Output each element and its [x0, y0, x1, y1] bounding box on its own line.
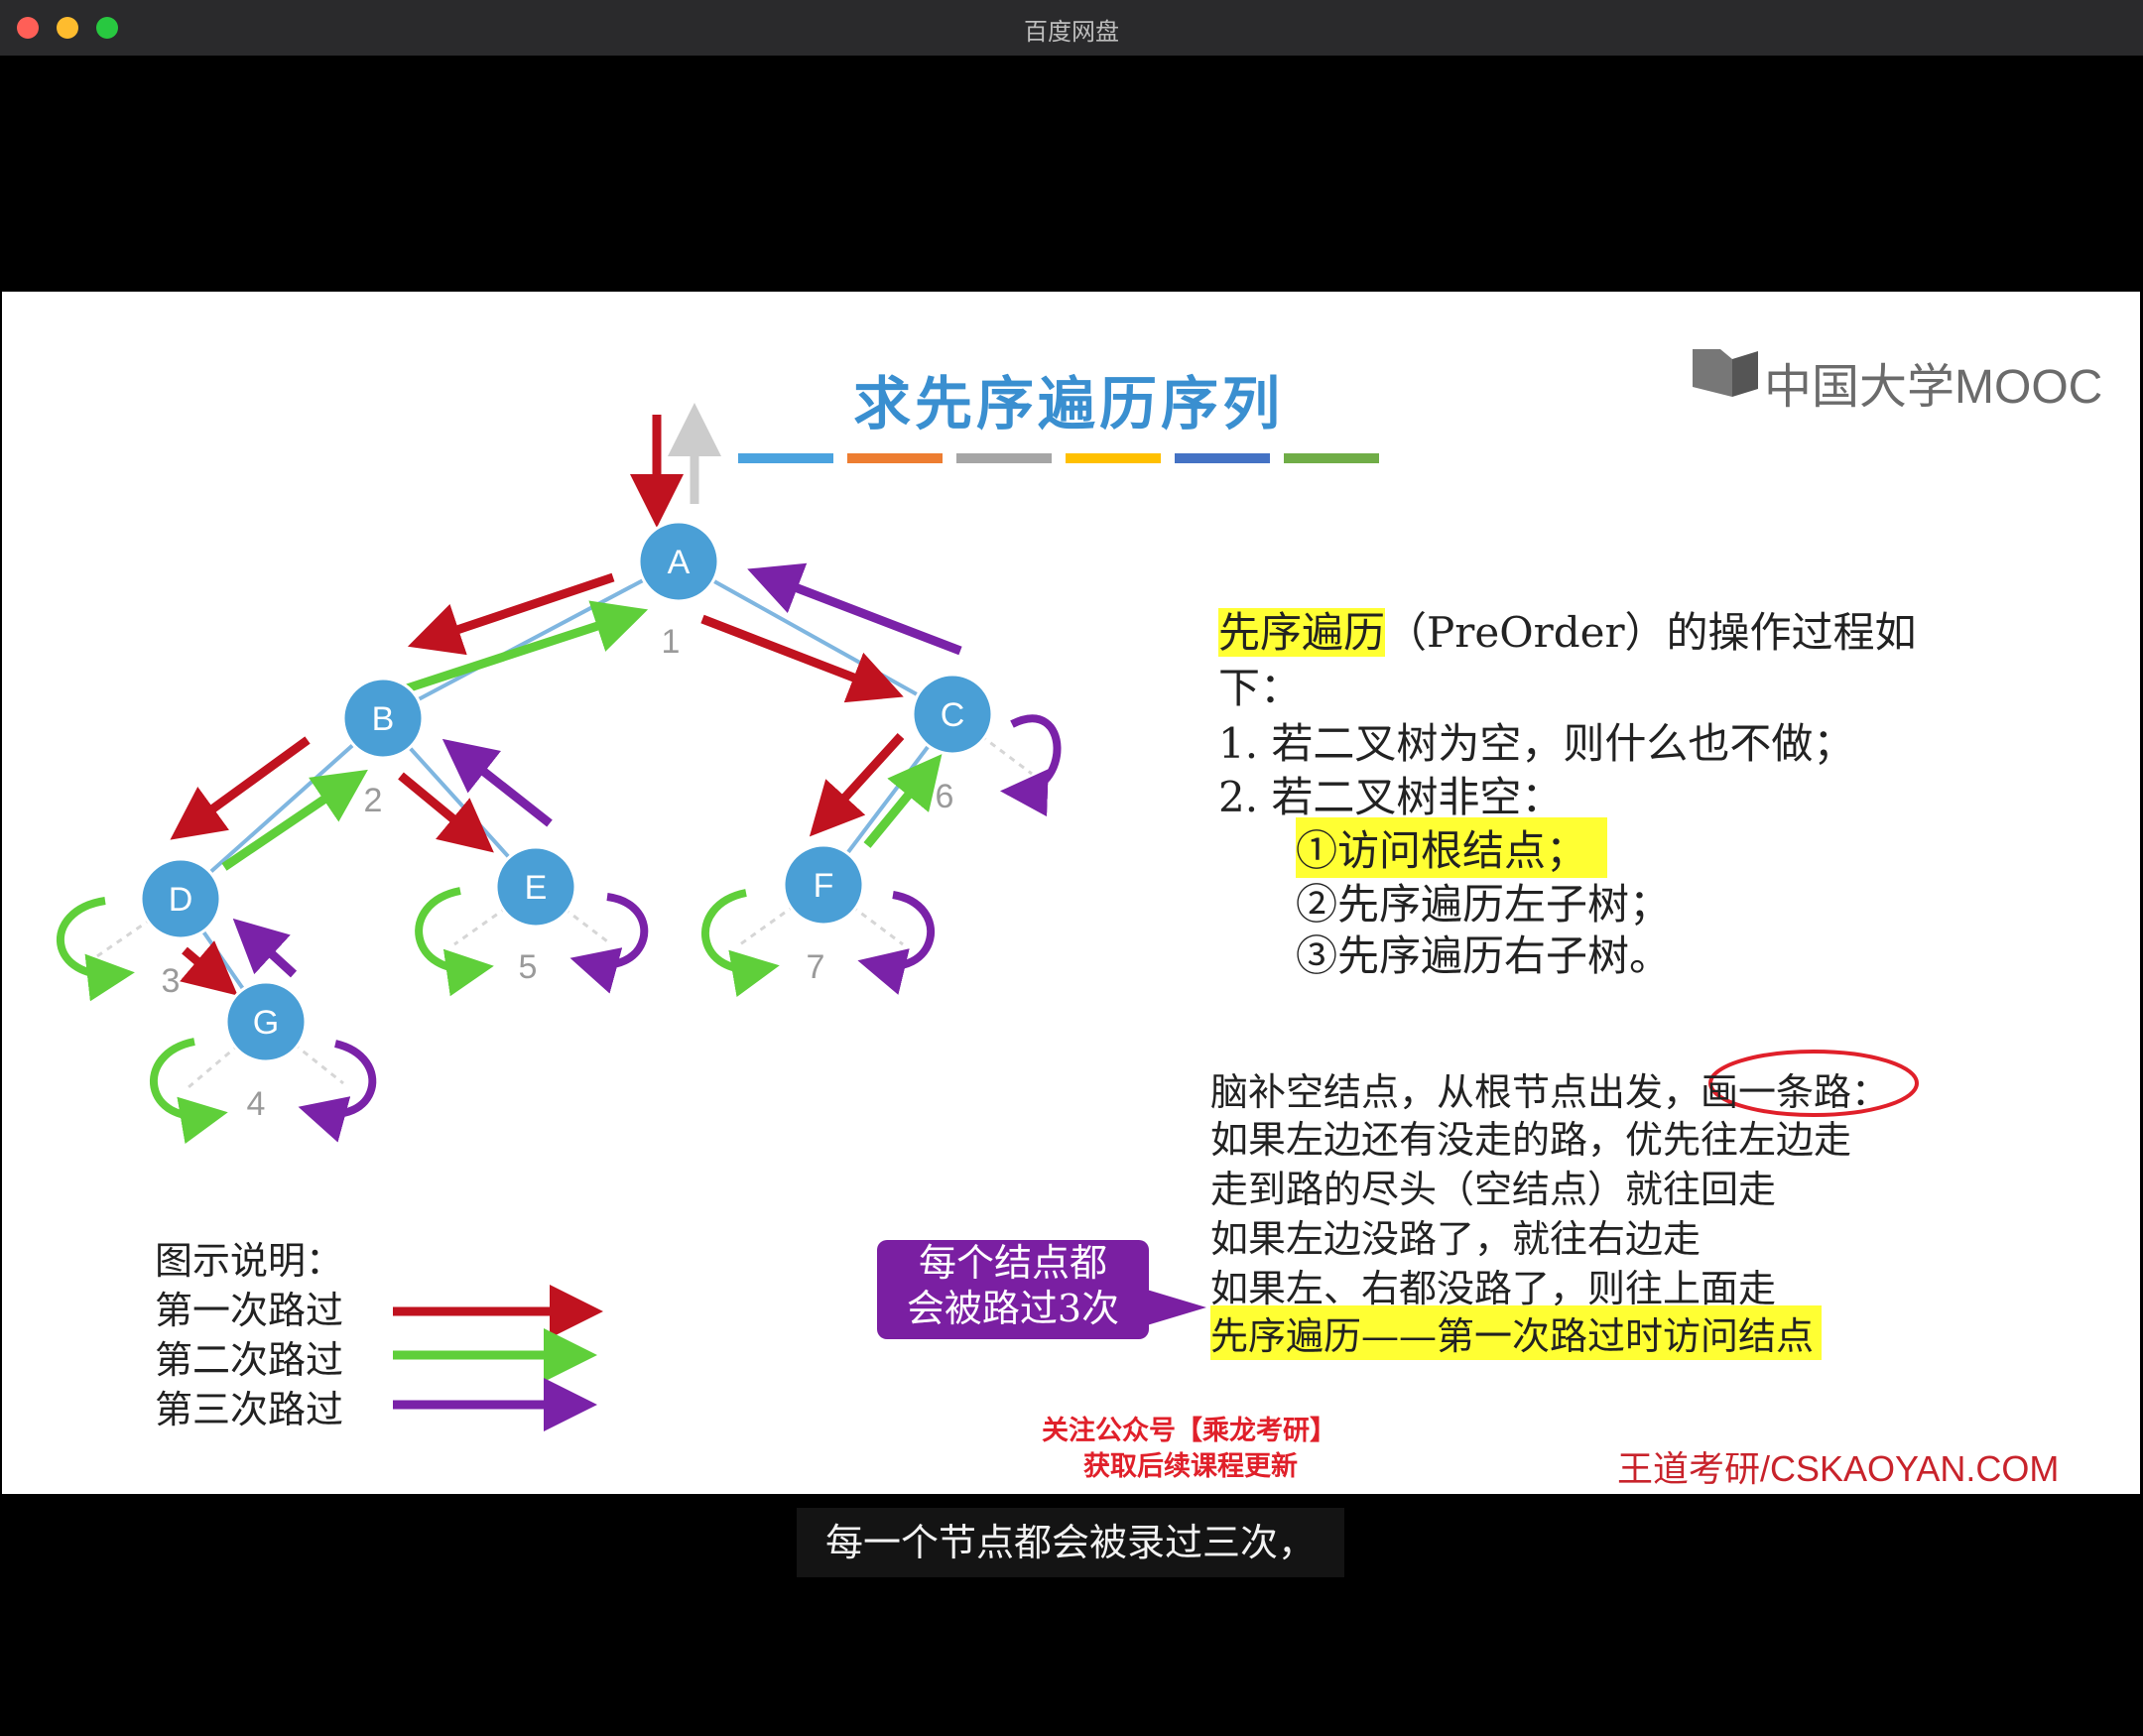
- slide-title: 求先序遍历序列: [853, 370, 1285, 437]
- visit-number-6: 6: [936, 778, 954, 815]
- legend-label-first: 第一次路过: [155, 1289, 344, 1332]
- loop-f-left: [701, 889, 780, 998]
- arrow-b-to-a-green: [405, 600, 649, 693]
- node-g-label: G: [253, 1004, 279, 1042]
- tree-edges: [179, 559, 954, 1024]
- color-bar-segment: [1175, 453, 1270, 463]
- color-bar-segment: [1066, 453, 1161, 463]
- notes-line-1-text: 脑补空结点，从根节点出发，: [1210, 1070, 1702, 1114]
- edge-a-b: [382, 559, 680, 720]
- arrow-g-to-d-purple: [232, 918, 298, 978]
- node-g: [224, 980, 308, 1063]
- node-a: [637, 520, 720, 603]
- loop-c-right: [1000, 714, 1062, 817]
- legend-title: 图示说明：: [155, 1239, 344, 1283]
- color-bar-segment: [738, 453, 833, 463]
- loop-g-left: [150, 1038, 228, 1145]
- term-highlight: 先序遍历: [1218, 608, 1386, 657]
- notes-line-1: 脑补空结点，从根节点出发，画一条路：: [1210, 1061, 1889, 1116]
- definition-step-1: 1. 若二叉树为空，则什么也不做；: [1218, 719, 1855, 768]
- callout-tail: [1147, 1290, 1206, 1325]
- color-bar-segment: [956, 453, 1052, 463]
- minimize-window-button[interactable]: [57, 17, 78, 39]
- loop-d-left: [56, 897, 135, 1002]
- edge-a-c: [678, 559, 953, 716]
- mooc-logo-text: 中国大学MOOC: [1764, 361, 2103, 414]
- arrow-e-to-b-purple: [441, 738, 553, 827]
- node-b-label: B: [372, 700, 395, 738]
- window-title: 百度网盘: [1024, 18, 1119, 46]
- node-f: [782, 843, 865, 927]
- arrow-c-to-f-red: [809, 732, 905, 837]
- arrow-d-to-g-red: [180, 940, 238, 996]
- mooc-logo-icon: [1693, 349, 1758, 397]
- legend-label-second: 第二次路过: [155, 1338, 344, 1382]
- visit-number-7: 7: [807, 948, 825, 986]
- watermark: 王道考研/CSKAOYAN.COM: [1617, 1448, 2060, 1489]
- definition-sub-1: ①访问根结点；: [1296, 817, 1608, 878]
- node-e: [494, 845, 577, 929]
- arrow-f-to-c-green: [863, 754, 943, 848]
- node-e-label: E: [525, 869, 548, 907]
- node-b: [341, 677, 425, 760]
- loop-e-left: [415, 887, 494, 997]
- node-f-label: F: [814, 867, 834, 905]
- loop-e-right: [569, 893, 649, 994]
- callout-line-2: 会被路过3次: [906, 1287, 1120, 1330]
- notes-line-5: 如果左、右都没路了，则往上面走: [1210, 1267, 1777, 1310]
- color-bar-segment: [1284, 453, 1379, 463]
- edge-b-d: [179, 716, 385, 901]
- node-d: [139, 857, 222, 940]
- loop-g-right: [298, 1040, 377, 1143]
- promo-line-1: 关注公众号【乘龙考研】: [1042, 1416, 1336, 1446]
- callout-box: 每个结点都 会被路过3次: [877, 1240, 1149, 1339]
- maximize-window-button[interactable]: [96, 17, 118, 39]
- color-bar-segment: [847, 453, 943, 463]
- promo-line-2: 获取后续课程更新: [1083, 1451, 1298, 1482]
- notes-line-2: 如果左边还有没走的路，优先往左边走: [1210, 1118, 1852, 1162]
- node-c-label: C: [941, 696, 965, 734]
- node-a-label: A: [668, 544, 691, 581]
- legend-label-third: 第三次路过: [155, 1388, 344, 1431]
- arrow-b-to-e-red: [398, 772, 494, 853]
- video-subtitle: 每一个节点都会被录过三次，: [797, 1508, 1344, 1577]
- notes-line-4: 如果左边没路了，就往右边走: [1210, 1217, 1702, 1261]
- hand-drawn-circle: [1708, 1050, 1919, 1117]
- window-titlebar: 百度网盘: [0, 0, 2143, 57]
- arrow-a-to-c-red: [700, 614, 904, 703]
- loop-f-right: [857, 891, 935, 995]
- callout-line-1: 每个结点都: [918, 1241, 1107, 1285]
- definition-step-2: 2. 若二叉树非空：: [1218, 773, 1564, 821]
- visit-number-4: 4: [247, 1085, 266, 1123]
- notes-line-1-circled: 画一条路：: [1701, 1070, 1890, 1114]
- definition-sub-2: ②先序遍历左子树；: [1296, 880, 1672, 929]
- arrow-d-to-b-green: [221, 769, 368, 871]
- notes-line-3: 走到路的尽头（空结点）就往回走: [1210, 1168, 1777, 1211]
- arrow-c-to-a-purple: [747, 562, 962, 656]
- visit-number-1: 1: [662, 623, 681, 661]
- node-c: [911, 673, 994, 756]
- arrow-a-to-b-red: [407, 572, 615, 656]
- visit-number-2: 2: [364, 782, 383, 819]
- definition-line-1: 先序遍历（PreOrder）的操作过程如: [1218, 599, 1917, 660]
- definition-line-2: 下：: [1218, 664, 1303, 712]
- arrow-b-to-d-red: [170, 736, 311, 840]
- notes-line-6: 先序遍历——第一次路过时访问结点: [1210, 1305, 1823, 1360]
- visit-number-5: 5: [519, 948, 538, 986]
- close-window-button[interactable]: [17, 17, 39, 39]
- definition-line-1-rest: （PreOrder）的操作过程如: [1385, 608, 1917, 657]
- visit-number-3: 3: [162, 962, 181, 1000]
- node-d-label: D: [169, 881, 193, 919]
- definition-sub-3: ③先序遍历右子树。: [1296, 931, 1672, 980]
